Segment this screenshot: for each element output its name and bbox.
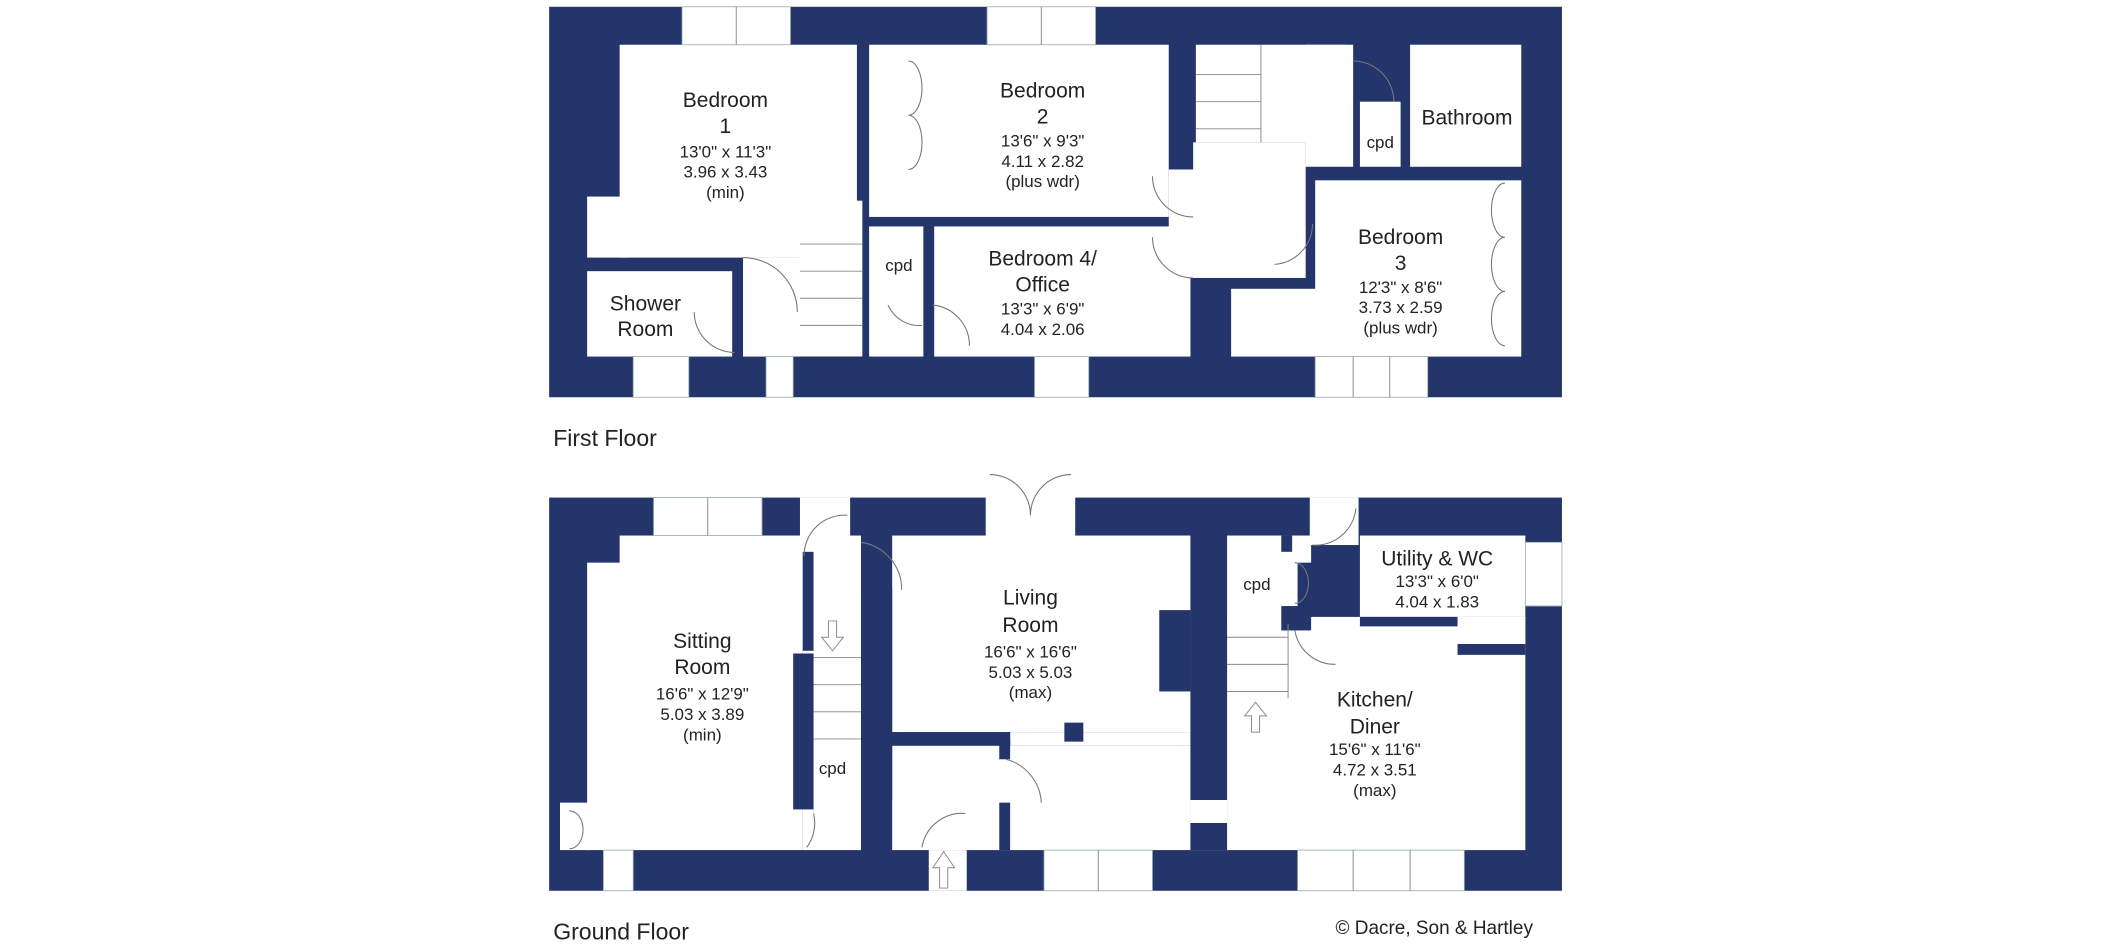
sitting-room-metric: 5.03 x 3.89 <box>660 705 744 724</box>
bedroom-1-number: 1 <box>720 115 732 138</box>
bathroom-name: Bathroom <box>1422 107 1513 130</box>
bedroom-4-imperial: 13'3" x 6'9" <box>1001 300 1084 319</box>
entrance-arrow-icon <box>931 850 956 889</box>
bedroom-2-imperial: 13'6" x 9'3" <box>1001 131 1084 150</box>
bedroom-3-metric: 3.73 x 2.59 <box>1359 298 1443 317</box>
stairs-down-arrow-icon <box>820 620 845 652</box>
kitchen-diner-name: Kitchen/ <box>1337 688 1413 711</box>
living-room-name: Living <box>1003 587 1058 610</box>
bedroom-4-name: Bedroom 4/ <box>988 248 1097 271</box>
sitting-room-note: (min) <box>683 725 722 744</box>
cpd-label: cpd <box>1367 133 1394 152</box>
shower-room-name: Shower <box>610 292 681 315</box>
stairs-up-arrow-icon <box>1243 701 1268 733</box>
first-floor-doors <box>693 60 1506 354</box>
sitting-room-name: Sitting <box>673 630 731 653</box>
bedroom-1-note: (min) <box>706 183 745 202</box>
utility-wc-imperial: 13'3" x 6'0" <box>1395 572 1478 591</box>
ground-floor-inner-walls <box>793 535 1526 851</box>
living-room-metric: 5.03 x 5.03 <box>989 663 1073 682</box>
bedroom-2-note: (plus wdr) <box>1005 172 1079 191</box>
kitchen-diner-metric: 4.72 x 3.51 <box>1333 761 1417 780</box>
first-floor-windows <box>632 6 1429 398</box>
first-floor-rooms <box>587 44 1522 357</box>
living-room-imperial: 16'6" x 16'6" <box>984 643 1077 662</box>
ground-floor-windows <box>602 497 1563 892</box>
ground-floor-stairs <box>813 620 1289 889</box>
sitting-room-imperial: 16'6" x 12'9" <box>656 685 749 704</box>
ground-floor-labels: Sitting Room 16'6" x 12'9" 5.03 x 3.89 (… <box>553 547 1533 944</box>
bedroom-1-metric: 3.96 x 3.43 <box>683 163 767 182</box>
bedroom-2-name: Bedroom <box>1000 80 1085 103</box>
living-room-subname: Room <box>1002 614 1058 637</box>
bedroom-3-note: (plus wdr) <box>1363 319 1437 338</box>
bedroom-4-subname: Office <box>1015 273 1069 296</box>
copyright: © Dacre, Son & Hartley <box>1336 918 1534 939</box>
bedroom-2-number: 2 <box>1037 105 1049 128</box>
first-floor-labels: Bedroom 1 13'0" x 11'3" 3.96 x 3.43 (min… <box>553 80 1512 451</box>
cpd-label: cpd <box>885 256 912 275</box>
shower-room-subname: Room <box>617 318 673 341</box>
ground-floor-doors <box>569 473 1357 850</box>
bedroom-4-metric: 4.04 x 2.06 <box>1001 320 1085 339</box>
bedroom-1-imperial: 13'0" x 11'3" <box>680 142 772 161</box>
utility-wc-metric: 4.04 x 1.83 <box>1395 592 1479 611</box>
bedroom-3-imperial: 12'3" x 8'6" <box>1359 278 1442 297</box>
ground-floor-title: Ground Floor <box>553 919 689 945</box>
bedroom-3-number: 3 <box>1395 252 1407 275</box>
living-room-note: (max) <box>1009 683 1052 702</box>
ground-floor-plan: Sitting Room 16'6" x 12'9" 5.03 x 3.89 (… <box>549 473 1563 945</box>
sitting-room-subname: Room <box>674 656 730 679</box>
kitchen-diner-imperial: 15'6" x 11'6" <box>1329 740 1421 759</box>
first-floor-title: First Floor <box>553 425 657 451</box>
kitchen-diner-subname: Diner <box>1350 715 1400 738</box>
ground-floor-rooms <box>559 481 1526 891</box>
first-floor-stairs <box>799 44 1262 358</box>
utility-wc-name: Utility & WC <box>1381 547 1493 570</box>
first-floor-plan: Bedroom 1 13'0" x 11'3" 3.96 x 3.43 (min… <box>549 6 1562 451</box>
cpd-label: cpd <box>819 759 846 778</box>
bedroom-1-name: Bedroom <box>683 89 768 112</box>
bedroom-3-name: Bedroom <box>1358 226 1443 249</box>
column <box>1064 722 1084 742</box>
kitchen-diner-note: (max) <box>1353 781 1396 800</box>
bedroom-2-metric: 4.11 x 2.82 <box>1001 152 1084 171</box>
cpd-label: cpd <box>1243 575 1270 594</box>
